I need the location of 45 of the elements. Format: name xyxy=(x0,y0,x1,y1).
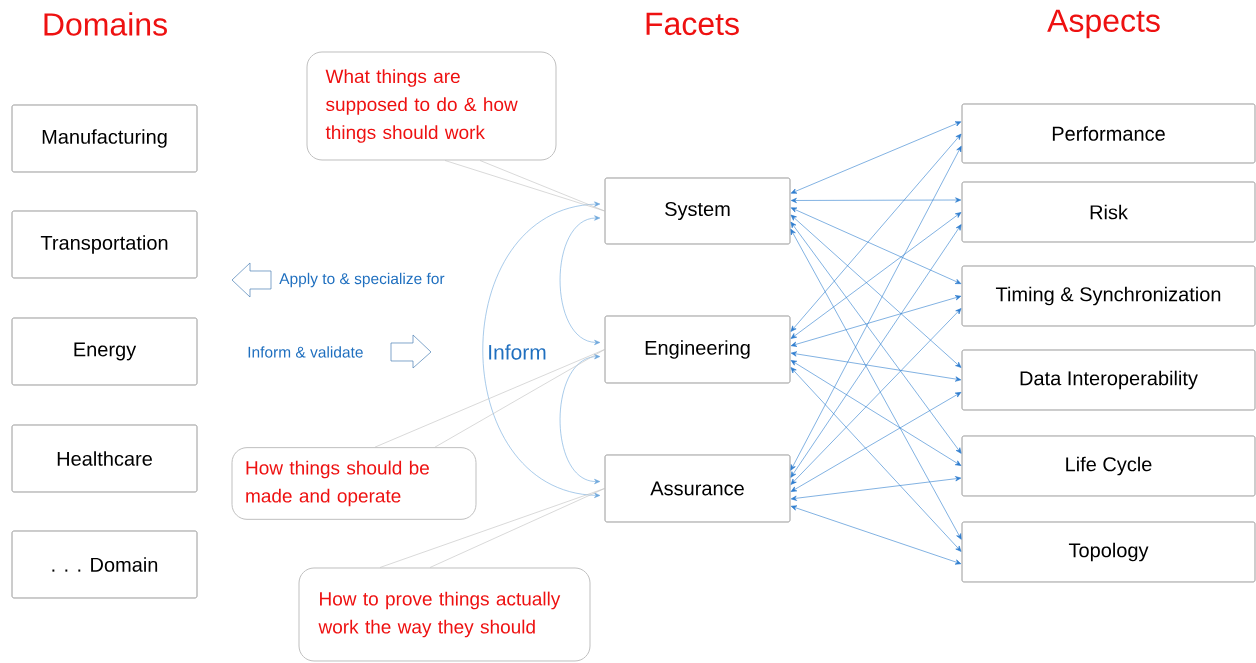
arrow xyxy=(790,212,962,339)
arrow xyxy=(790,197,962,204)
arrow xyxy=(790,392,962,492)
leader-line xyxy=(379,488,605,568)
arrow xyxy=(790,214,962,368)
arrow xyxy=(790,367,962,552)
arrow xyxy=(790,121,962,194)
domain-box: Healthcare xyxy=(11,424,198,493)
speech-bubble: How to prove things actually work the way they should xyxy=(298,567,591,662)
domain-box: Energy xyxy=(11,317,198,386)
arrow xyxy=(790,295,962,347)
flow-label: Inform & validate xyxy=(248,346,363,358)
aspect-box: Performance xyxy=(961,103,1256,164)
arrow xyxy=(790,476,962,501)
arrow xyxy=(790,351,962,382)
column-heading: Aspects xyxy=(1047,9,1160,39)
facet-box: Engineering xyxy=(604,315,791,384)
arrow xyxy=(790,145,962,471)
speech-bubble: How things should be made and operate xyxy=(231,447,477,520)
column-heading: Domains xyxy=(44,12,167,36)
curved-arrow xyxy=(559,215,601,346)
arrow xyxy=(790,207,962,284)
speech-bubble: What things are supposed to do & how things should work xyxy=(306,51,557,161)
facet-box: System xyxy=(604,177,791,245)
aspect-box: Risk xyxy=(961,181,1256,243)
curved-arrow xyxy=(559,354,601,485)
aspect-box: Data Interoperability xyxy=(961,349,1256,411)
flow-label: Apply to & specialize for xyxy=(279,272,445,288)
arrow xyxy=(790,308,962,485)
arrow xyxy=(790,505,962,565)
curve-label: Inform xyxy=(489,344,546,360)
facet-box: Assurance xyxy=(604,454,791,523)
domain-box: Transportation xyxy=(11,210,198,279)
leader-line xyxy=(374,349,605,448)
column-heading: Facets xyxy=(646,12,739,36)
aspect-box: Topology xyxy=(961,521,1256,583)
aspect-box: Life Cycle xyxy=(961,435,1256,497)
aspect-box: Timing & Synchronization xyxy=(961,265,1256,327)
curved-arrow xyxy=(482,201,601,498)
arrow xyxy=(790,133,962,332)
domain-box: Manufacturing xyxy=(11,104,198,173)
arrow xyxy=(790,228,962,540)
leader-line xyxy=(444,160,605,212)
domain-box: . . . Domain xyxy=(11,530,198,599)
arrow xyxy=(790,360,962,466)
